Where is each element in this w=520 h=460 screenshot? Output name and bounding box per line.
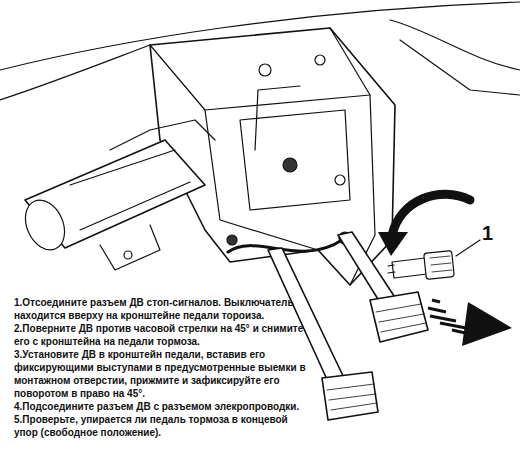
clamp-bolt — [124, 251, 132, 259]
callout-holder: 1 — [482, 222, 493, 244]
pad-ribs — [327, 384, 377, 410]
rotation-arrow — [392, 194, 470, 235]
leader-line — [456, 240, 480, 256]
instruction-text: 4.Подсоедините разъем ДВ с разъемом элек… — [14, 400, 314, 413]
dash-line — [0, 45, 150, 100]
removal-arrow — [428, 300, 470, 334]
instruction-text: 5.Проверьте, упирается ли педаль тормоза… — [14, 413, 314, 439]
switch-connector — [424, 251, 455, 280]
instruction-text: 3.Установите ДВ в кронштейн педали, вста… — [14, 348, 314, 400]
bracket-edge — [205, 110, 318, 250]
removal-arrowhead — [462, 302, 512, 346]
bolt — [335, 175, 345, 185]
column-clamp — [100, 225, 160, 270]
instruction-block: 1.Отсоедините разъем ДВ стоп-сигналов. В… — [14, 296, 314, 439]
column-end — [18, 194, 72, 256]
brake-pedal-pad — [370, 292, 428, 342]
clutch-pedal-pad — [322, 372, 378, 420]
dash-line — [400, 40, 520, 95]
column-bracket — [110, 120, 215, 150]
callout-number: 1 — [482, 222, 493, 244]
bracket-edge — [150, 28, 370, 110]
rotation-arrowhead — [378, 232, 408, 256]
switch-plunger — [388, 265, 395, 273]
instruction-text: 1.Отсоедините разъем ДВ стоп-сигналов. В… — [14, 296, 314, 322]
column-edge — [70, 150, 190, 230]
bolt — [227, 235, 237, 245]
bolt — [283, 158, 297, 172]
connector-ribs — [430, 256, 452, 272]
dash-line — [390, 20, 520, 70]
mount-hole — [259, 64, 271, 76]
pad-ribs — [376, 304, 426, 332]
push-rod — [228, 240, 342, 252]
switch-body — [392, 258, 427, 278]
bracket-rib — [255, 86, 300, 150]
instruction-text: 2.Поверните ДВ против часовой стрелки на… — [14, 322, 314, 348]
mount-hole — [315, 55, 325, 65]
